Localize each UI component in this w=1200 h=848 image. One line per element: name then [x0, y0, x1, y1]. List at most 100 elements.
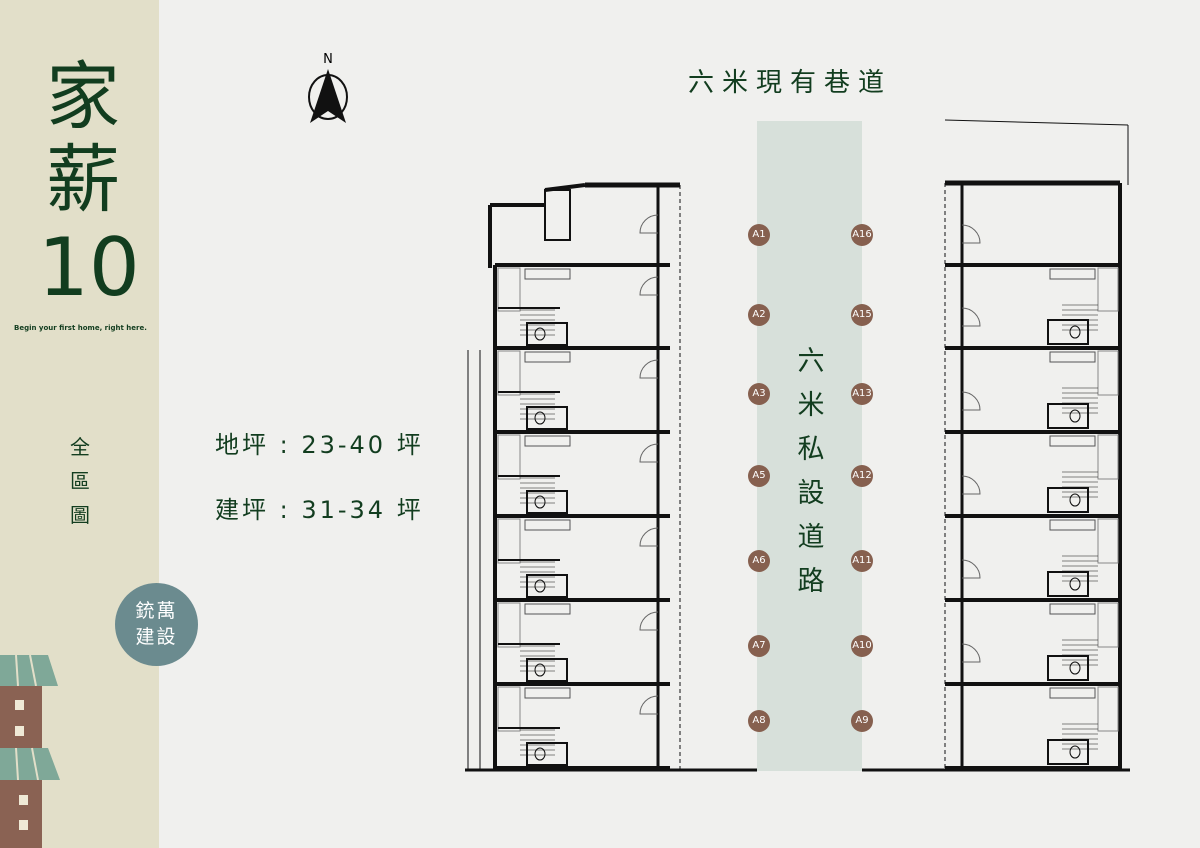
toilet — [1047, 739, 1089, 765]
shaft — [1097, 267, 1119, 312]
toilet-icon — [534, 747, 546, 761]
land-area: 地坪 : 23-40 坪 — [215, 431, 424, 459]
site-boundary — [944, 119, 1129, 126]
toilet-icon — [1069, 409, 1081, 423]
toilet-icon — [534, 495, 546, 509]
unit-marker[interactable]: A1 — [748, 224, 770, 246]
door-swing — [961, 559, 981, 579]
builder-badge: 銃萬 建設 — [115, 583, 198, 666]
builder-name: 銃萬 — [135, 600, 178, 622]
door-swing — [639, 527, 659, 547]
kitchen-counter — [1049, 603, 1096, 615]
section-char: 全 — [70, 435, 90, 459]
toilet-icon — [1069, 493, 1081, 507]
door-swing — [639, 695, 659, 715]
toilet — [526, 490, 568, 514]
unit-marker[interactable]: A2 — [748, 304, 770, 326]
north-arrow-icon — [308, 69, 348, 123]
shaft — [1097, 602, 1119, 648]
road-char: 私 — [797, 434, 825, 465]
kitchen-counter — [1049, 268, 1096, 280]
kitchen-counter — [1049, 519, 1096, 531]
door-swing — [639, 611, 659, 631]
door-swing — [639, 443, 659, 463]
toilet — [1047, 487, 1089, 513]
toilet — [526, 574, 568, 598]
unit-marker[interactable]: A16 — [851, 224, 873, 246]
section-char: 圖 — [70, 503, 90, 527]
shaft — [497, 686, 521, 732]
shaft — [497, 350, 521, 396]
door-swing — [961, 475, 981, 495]
north-compass: N — [300, 52, 356, 131]
north-label: N — [323, 52, 333, 67]
toilet — [544, 189, 571, 241]
toilet — [1047, 571, 1089, 597]
toilet — [526, 742, 568, 766]
shaft — [1097, 686, 1119, 732]
shaft — [1097, 434, 1119, 480]
unit-marker[interactable]: A10 — [851, 635, 873, 657]
building-area: 建坪 : 31-34 坪 — [215, 496, 424, 524]
toilet-icon — [534, 579, 546, 593]
shaft — [497, 602, 521, 648]
unit-marker[interactable]: A6 — [748, 550, 770, 572]
toilet — [526, 322, 568, 346]
unit-marker[interactable]: A12 — [851, 465, 873, 487]
builder-name: 建設 — [135, 626, 178, 648]
unit-marker[interactable]: A8 — [748, 710, 770, 732]
road-char: 設 — [797, 478, 825, 509]
section-char: 區 — [70, 469, 90, 493]
road-char: 路 — [797, 566, 825, 597]
kitchen-counter — [1049, 687, 1096, 699]
shaft — [497, 267, 521, 312]
toilet — [1047, 655, 1089, 681]
door-swing — [961, 224, 981, 244]
door-swing — [639, 359, 659, 379]
door-swing — [639, 214, 659, 234]
private-road-label: 六 米 私 設 道 路 — [796, 340, 826, 604]
door-swing — [639, 276, 659, 296]
kitchen-counter — [524, 603, 571, 615]
unit-marker[interactable]: A9 — [851, 710, 873, 732]
toilet-icon — [534, 663, 546, 677]
kitchen-counter — [524, 351, 571, 363]
title-char-1: 家 — [46, 54, 120, 140]
kitchen-counter — [524, 435, 571, 447]
road-char: 道 — [797, 522, 825, 553]
tagline: Begin your first home, right here. — [14, 324, 147, 332]
toilet-icon — [1069, 661, 1081, 675]
toilet — [526, 658, 568, 682]
house-illustration — [0, 654, 60, 848]
unit-marker[interactable]: A13 — [851, 383, 873, 405]
door-swing — [961, 643, 981, 663]
kitchen-counter — [524, 687, 571, 699]
road-char: 六 — [797, 346, 825, 377]
unit-marker[interactable]: A7 — [748, 635, 770, 657]
shaft — [1097, 518, 1119, 564]
toilet-icon — [534, 327, 546, 341]
unit-marker[interactable]: A5 — [748, 465, 770, 487]
shaft — [1097, 350, 1119, 396]
section-label: 全 區 圖 — [68, 430, 92, 532]
kitchen-counter — [1049, 351, 1096, 363]
toilet-icon — [534, 411, 546, 425]
toilet-icon — [1069, 325, 1081, 339]
unit-marker[interactable]: A11 — [851, 550, 873, 572]
road-char: 米 — [797, 390, 825, 421]
toilet — [526, 406, 568, 430]
title-number: 10 — [38, 221, 140, 314]
title-char-2: 薪 — [46, 137, 120, 223]
toilet — [1047, 403, 1089, 429]
unit-marker[interactable]: A15 — [851, 304, 873, 326]
toilet — [1047, 319, 1089, 345]
existing-lane-label: 六米現有巷道 — [688, 68, 893, 98]
private-road — [757, 121, 862, 771]
door-swing — [961, 391, 981, 411]
shaft — [497, 518, 521, 564]
unit-marker[interactable]: A3 — [748, 383, 770, 405]
kitchen-counter — [1049, 435, 1096, 447]
kitchen-counter — [524, 268, 571, 280]
sidebar: 家 薪 10 Begin your first home, right here… — [0, 0, 159, 848]
